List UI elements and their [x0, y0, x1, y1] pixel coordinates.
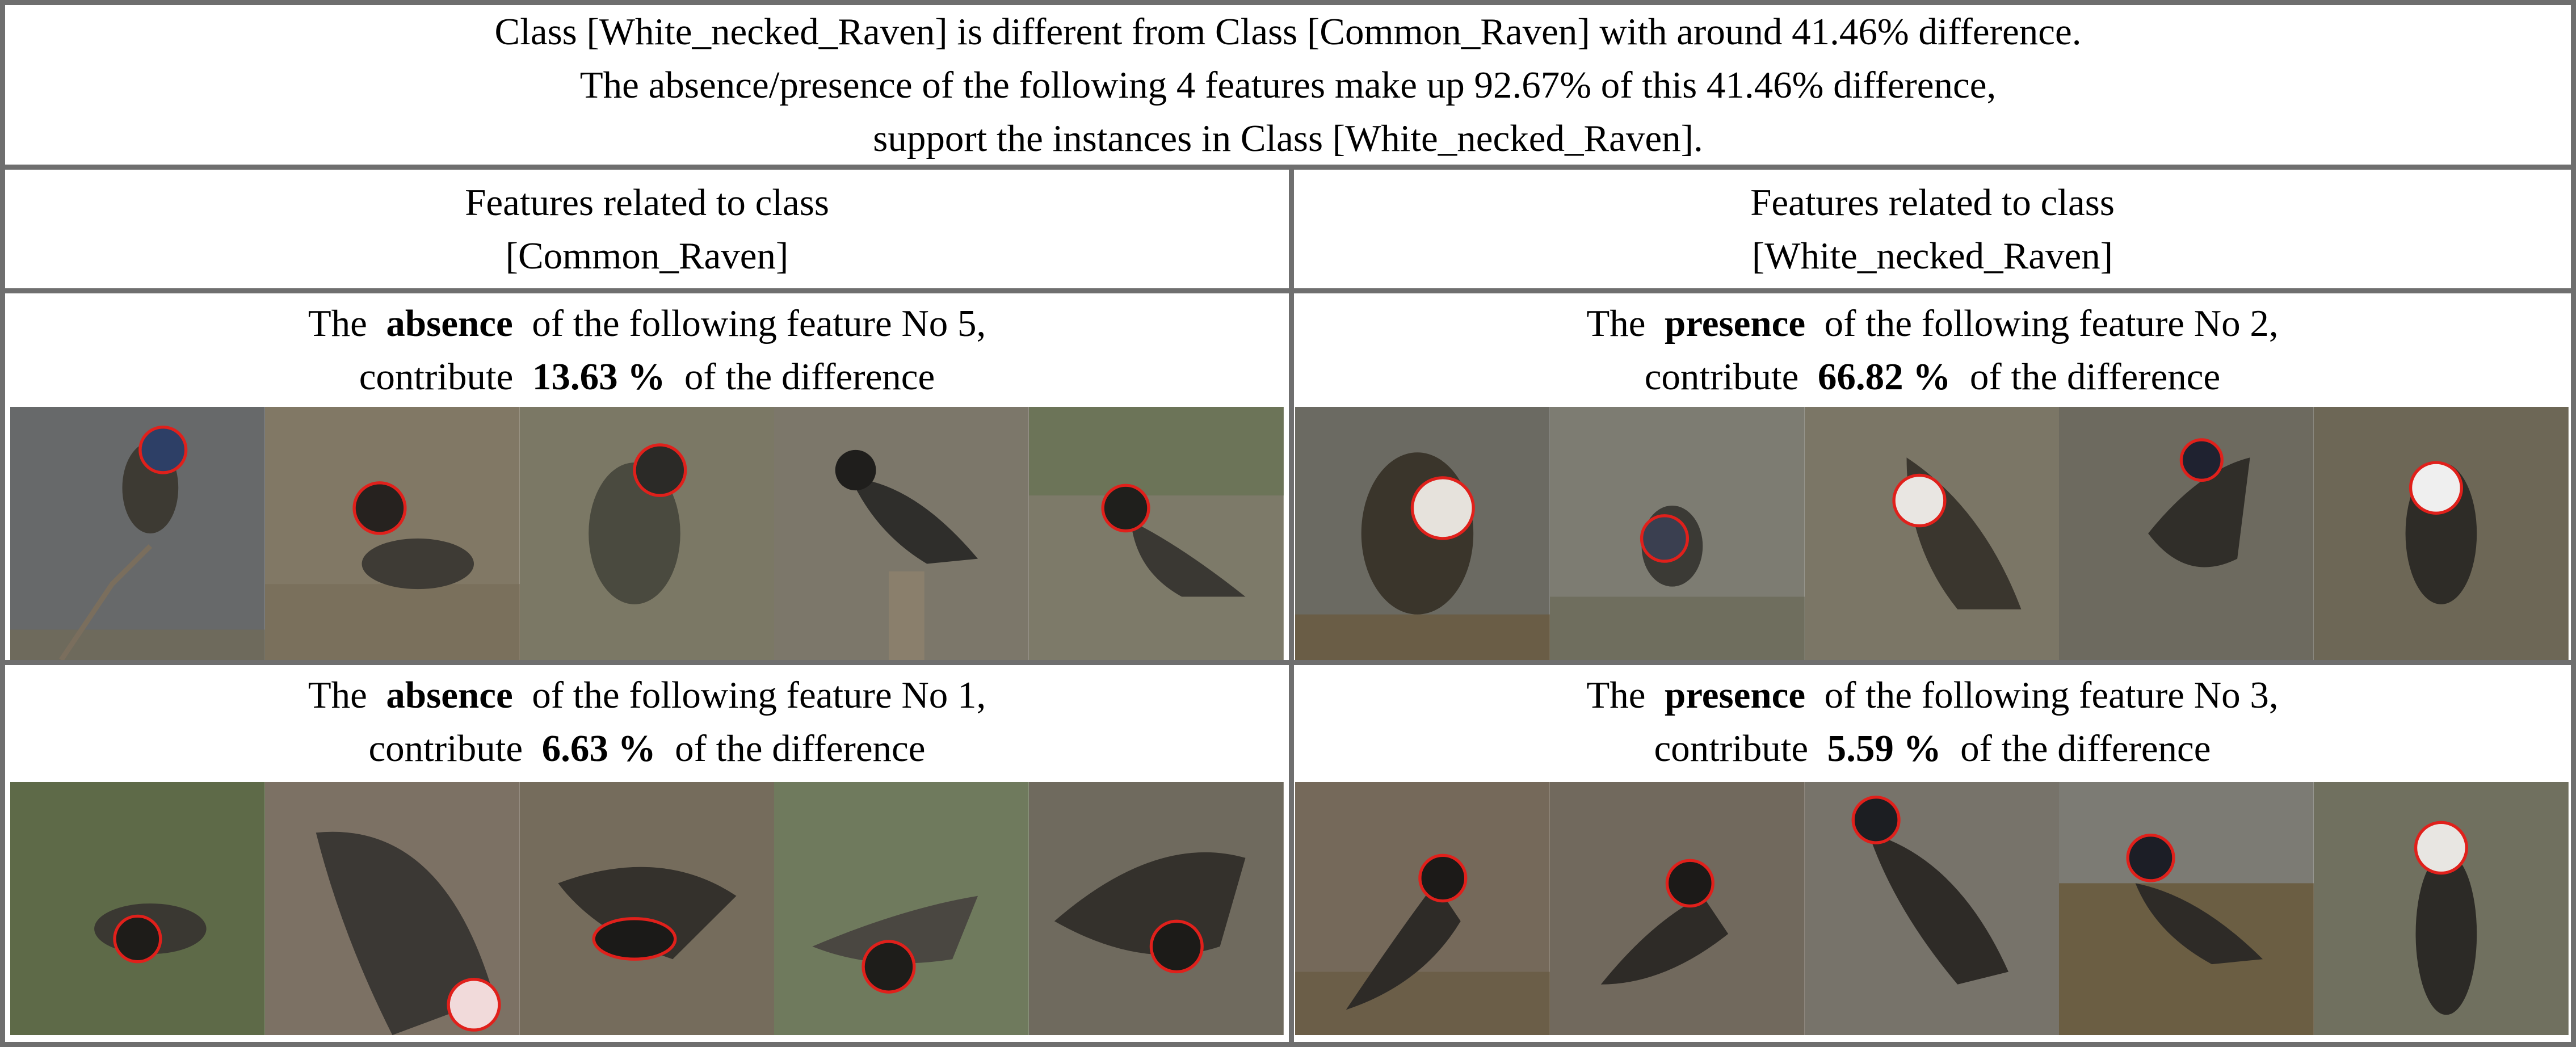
feature-caption-absence-5: The absence of the following feature No … [5, 293, 1289, 407]
feature-caption-presence-3: The presence of the following feature No… [1294, 665, 2571, 779]
raven-photo [264, 782, 520, 1035]
raven-photo [264, 407, 520, 660]
raven-photo [10, 407, 265, 660]
feature-kind: absence [386, 302, 513, 344]
raven-photo [2314, 782, 2569, 1035]
raven-photo [1804, 782, 2060, 1035]
image-strip-feature-3 [1295, 782, 2569, 1035]
feature-kind: presence [1665, 302, 1806, 344]
row-divider-right [1294, 660, 2571, 665]
column-header-class: [White_necked_Raven] [1751, 234, 2113, 277]
column-divider [1289, 170, 1294, 1042]
feature-caption-presence-2: The presence of the following feature No… [1294, 293, 2571, 407]
caption-line-2: contribute 66.82 % of the difference [1644, 356, 2221, 398]
column-header-line-1: Features related to class [465, 181, 829, 224]
contribution-value: 5.59 % [1827, 728, 1942, 770]
column-header-white-necked-raven: Features related to class [White_necked_… [1294, 170, 2571, 293]
feature-number: 3, [2250, 674, 2279, 716]
caption-line-2: contribute 6.63 % of the difference [368, 728, 926, 770]
raven-photo [774, 782, 1029, 1035]
raven-photo [519, 782, 775, 1035]
caption-line-1: The absence of the following feature No … [308, 674, 986, 716]
feature-number: 5, [957, 302, 986, 344]
raven-photo [2059, 782, 2314, 1035]
raven-photo [2059, 407, 2314, 660]
summary-line-2: The absence/presence of the following 4 … [579, 64, 1997, 106]
raven-photo [1029, 407, 1284, 660]
raven-photo [1029, 782, 1284, 1035]
raven-photo [1549, 407, 1805, 660]
raven-photo [774, 407, 1029, 660]
caption-line-1: The absence of the following feature No … [308, 302, 986, 344]
feature-number: 1, [957, 674, 986, 716]
image-strip-feature-1 [10, 782, 1284, 1035]
row-divider-left [5, 660, 1289, 665]
summary-header: Class [White_necked_Raven] is different … [5, 5, 2571, 170]
feature-number: 2, [2250, 302, 2279, 344]
contribution-value: 13.63 % [532, 356, 666, 398]
column-header-line-1: Features related to class [1750, 181, 2115, 224]
caption-line-2: contribute 13.63 % of the difference [359, 356, 935, 398]
raven-photo [2314, 407, 2569, 660]
raven-photo [1549, 782, 1805, 1035]
raven-photo [1295, 782, 1550, 1035]
caption-line-2: contribute 5.59 % of the difference [1654, 728, 2211, 770]
column-header-class: [Common_Raven] [505, 234, 789, 277]
column-header-common-raven: Features related to class [Common_Raven] [5, 170, 1289, 293]
raven-photo [1295, 407, 1550, 660]
caption-line-1: The presence of the following feature No… [1586, 302, 2279, 344]
summary-line-3: support the instances in Class [White_ne… [873, 117, 1703, 159]
raven-photo [1804, 407, 2060, 660]
image-strip-feature-2 [1295, 407, 2569, 660]
summary-line-1: Class [White_necked_Raven] is different … [494, 10, 2082, 53]
feature-kind: absence [386, 674, 513, 716]
feature-caption-absence-1: The absence of the following feature No … [5, 665, 1289, 779]
raven-photo [519, 407, 775, 660]
caption-line-1: The presence of the following feature No… [1586, 674, 2279, 716]
contribution-value: 6.63 % [541, 728, 656, 770]
image-strip-feature-5 [10, 407, 1284, 660]
raven-photo [10, 782, 265, 1035]
contribution-value: 66.82 % [1817, 356, 1951, 398]
feature-kind: presence [1665, 674, 1806, 716]
